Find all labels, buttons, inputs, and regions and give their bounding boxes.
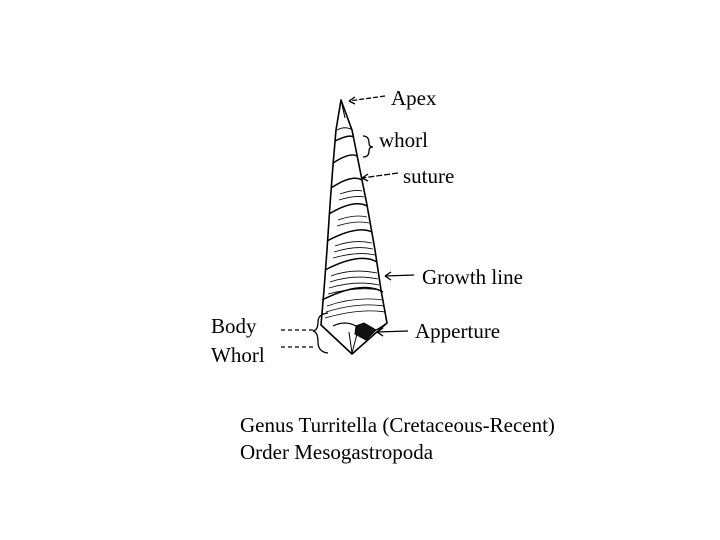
shell-outline	[320, 99, 388, 355]
shell-columella	[348, 331, 358, 354]
label-body-whorl-line2: Whorl	[211, 343, 265, 367]
aperture-pointer	[376, 330, 409, 333]
body-whorl-bracket	[312, 312, 329, 354]
whorl-bracket	[362, 135, 374, 158]
suture-line	[332, 154, 358, 164]
label-growth-line: Growth line	[422, 265, 523, 289]
caption-order: Order Mesogastropoda	[240, 440, 434, 464]
apex-pointer	[348, 95, 386, 102]
pointer-lines	[281, 95, 415, 354]
caption-genus: Genus Turritella (Cretaceous-Recent)	[240, 413, 555, 437]
suture-line	[324, 257, 378, 271]
suture-pointer	[361, 172, 399, 179]
shell-growth-lines	[324, 190, 386, 319]
label-body-whorl-line1: Body	[211, 314, 257, 338]
label-apex: Apex	[391, 86, 437, 110]
shell-apex-tip	[337, 99, 346, 119]
label-aperture: Apperture	[415, 319, 501, 343]
growth-line-pointer	[384, 274, 415, 277]
suture-line	[330, 177, 363, 189]
label-suture: suture	[403, 164, 455, 188]
suture-line	[334, 135, 355, 142]
shell-aperture-lip	[332, 322, 388, 331]
shell-apex-shading	[336, 127, 352, 131]
label-whorl: whorl	[379, 128, 428, 152]
suture-line	[326, 229, 373, 242]
shell-aperture	[354, 322, 377, 341]
suture-line	[328, 203, 368, 215]
label-body-whorl: Body Whorl	[211, 312, 265, 370]
figure-caption: Genus Turritella (Cretaceous-Recent) Ord…	[240, 412, 555, 466]
